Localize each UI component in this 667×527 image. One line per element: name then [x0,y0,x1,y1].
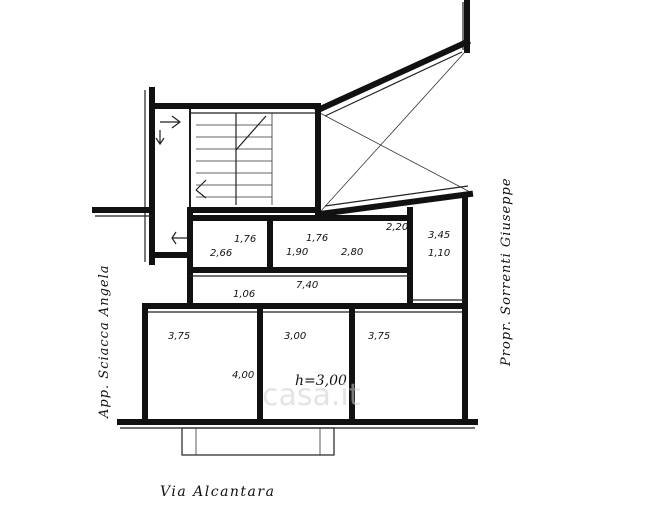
dim-1: 1,76 [234,234,256,245]
dim-11: 3,75 [168,331,190,342]
courtyard [314,38,474,218]
upper-rooms [187,193,468,309]
stairwell [187,103,321,217]
entry-landing [144,87,193,265]
dim-2: 1,76 [306,233,328,244]
watermark: casa.it [262,378,361,413]
dim-10: 1,06 [233,289,255,300]
dim-7: 2,80 [341,247,363,258]
balcony [181,427,335,456]
dim-3: 2,20 [386,222,408,233]
dim-13: 3,75 [368,331,390,342]
neighbor-left-label: App. Sciacca Angela [97,264,112,419]
main-rooms [117,303,478,429]
dim-9: 7,40 [296,280,318,291]
dim-12: 3,00 [284,331,306,342]
dim-6: 1,90 [286,247,308,258]
dim-8: 1,10 [428,248,450,259]
dim-14: 4,00 [232,370,254,381]
street-label: Via Alcantara [160,484,275,500]
dim-4: 3,45 [428,230,450,241]
left-neighbor-wall [92,207,155,217]
dim-5: 2,66 [210,248,232,259]
ceiling-height: h=3,00 [295,373,347,389]
neighbor-right-label: Propr. Sorrenti Giuseppe [499,177,514,367]
